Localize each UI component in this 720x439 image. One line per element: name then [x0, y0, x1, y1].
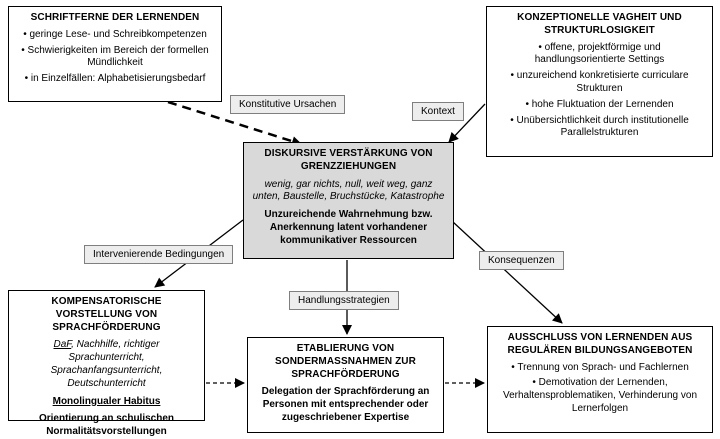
bullet-item: • Trennung von Sprach- und Fachlernen	[511, 361, 689, 373]
node-title: DISKURSIVE VERSTÄRKUNG VON GRENZZIEHUNGE…	[264, 148, 433, 172]
keywords-text: DaF, Nachhilfe, richtiger Sprachunterric…	[15, 339, 198, 390]
node-kompensatorische-vorstellung: KOMPENSATORISCHE VORSTELLUNG VON SPRACHF…	[8, 290, 205, 437]
bullet-list: • offene, projektförmige und handlungsor…	[493, 42, 706, 141]
node-konzeptionelle-vagheit: KONZEPTIONELLE VAGHEIT UND STRUKTURLOSIG…	[486, 6, 713, 157]
node-diskursive-verstaerkung: DISKURSIVE VERSTÄRKUNG VON GRENZZIEHUNGE…	[243, 142, 454, 259]
keywords-rest: , Nachhilfe, richtiger Sprachunterricht,…	[50, 339, 163, 389]
bullet-item: • unzureichend konkretisierte curricular…	[510, 70, 689, 94]
label-kontext: Kontext	[412, 102, 464, 121]
bullet-item: • Schwierigkeiten im Bereich der formell…	[21, 44, 209, 69]
arrow-causes-to-center	[167, 100, 302, 147]
arrow-context-to-center	[448, 103, 486, 143]
node-title: KOMPENSATORISCHE VORSTELLUNG VON SPRACHF…	[51, 296, 162, 333]
bullet-item: • hohe Fluktuation der Lernenden	[525, 98, 674, 110]
orientation-text: Orientierung an schulischen Normalitätsv…	[38, 413, 175, 438]
node-ausschluss-lernende: AUSSCHLUSS VON LERNENDEN AUS REGULÄREN B…	[487, 326, 713, 433]
quote-examples: wenig, gar nichts, null, weit weg, ganz …	[252, 178, 445, 203]
label-konstitutive-ursachen: Konstitutive Ursachen	[230, 95, 346, 114]
bullet-item: • Unübersichtlichkeit durch institutione…	[510, 114, 689, 139]
node-title: ETABLIERUNG VON SONDERMASSNAHMEN ZUR SPR…	[275, 343, 416, 380]
node-etablierung-sondermassnahmen: ETABLIERUNG VON SONDERMASSNAHMEN ZUR SPR…	[247, 337, 444, 433]
bullet-list: • geringe Lese- und Schreibkompetenzen • …	[15, 29, 215, 86]
node-title: AUSSCHLUSS VON LERNENDEN AUS REGULÄREN B…	[507, 332, 693, 356]
node-title: KONZEPTIONELLE VAGHEIT UND STRUKTURLOSIG…	[517, 12, 682, 36]
bullet-item: • geringe Lese- und Schreibkompetenzen	[23, 28, 207, 40]
habitus-text: Monolingualer Habitus	[52, 395, 161, 407]
label-intervenierende-bedingungen: Intervenierende Bedingungen	[84, 245, 234, 264]
arrow-center-to-consequences	[452, 221, 563, 324]
bullet-item: • Demotivation der Lernenden, Verhaltens…	[502, 377, 698, 414]
delegation-statement: Delegation der Sprachförderung an Person…	[261, 386, 430, 423]
label-konsequenzen: Konsequenzen	[479, 251, 564, 270]
bullet-list: • Trennung von Sprach- und Fachlernen • D…	[494, 362, 706, 416]
keyword-daf: DaF	[53, 339, 72, 351]
node-title: SCHRIFTFERNE DER LERNENDEN	[30, 12, 200, 23]
bullet-item: • in Einzelfällen: Alphabetisierungsbeda…	[24, 73, 206, 85]
bullet-item: • offene, projektförmige und handlungsor…	[534, 41, 665, 66]
core-statement: Unzureichende Wahrnehmung bzw. Anerkennu…	[264, 209, 433, 246]
label-handlungsstrategien: Handlungsstrategien	[289, 291, 399, 310]
node-schriftferne: SCHRIFTFERNE DER LERNENDEN • geringe Les…	[8, 6, 222, 102]
